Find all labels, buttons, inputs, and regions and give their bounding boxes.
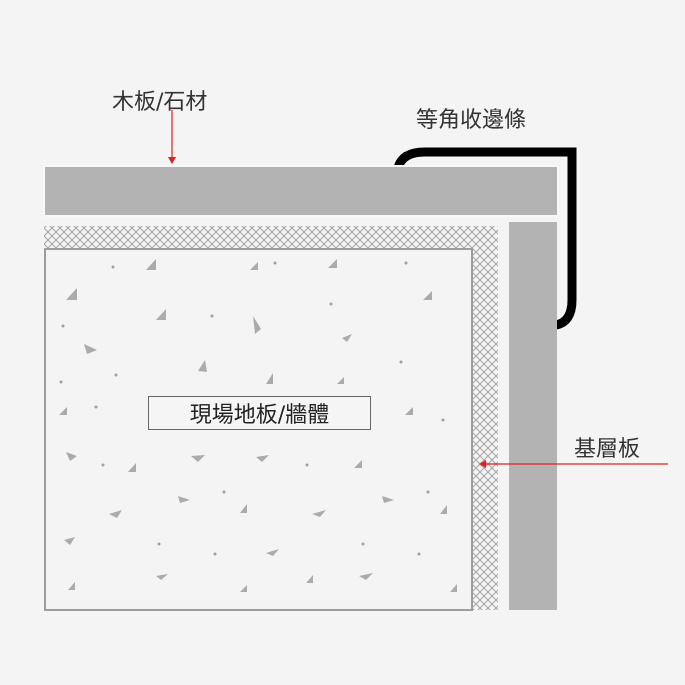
label-substrate: 基層板 <box>574 437 641 462</box>
aggregate-dots <box>59 261 445 556</box>
label-site-floor: 現場地板/牆體 <box>148 396 371 430</box>
angle-trim-profile <box>393 147 577 330</box>
top-board <box>43 165 559 217</box>
aggregate-pattern <box>59 259 457 592</box>
substrate-board <box>509 222 557 610</box>
adhesive-layer-right <box>472 226 498 610</box>
adhesive-layer-top <box>44 226 498 248</box>
arrow-top-board <box>168 110 176 164</box>
label-site-floor-text: 現場地板/牆體 <box>189 403 330 428</box>
label-angle-trim: 等角收邊條 <box>416 108 527 133</box>
label-top-board: 木板/石材 <box>112 90 208 115</box>
arrow-substrate <box>479 460 668 468</box>
